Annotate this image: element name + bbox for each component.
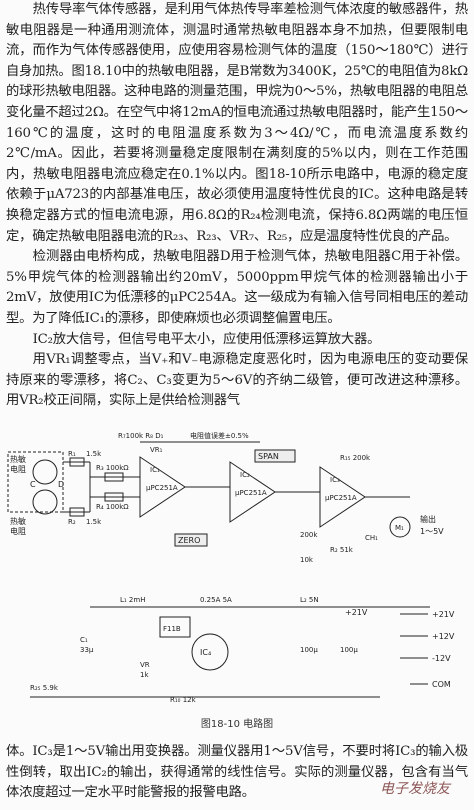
sensor-label-bottom: 热敏 — [10, 516, 26, 526]
paragraph-5: 体。IC₃是1～5V输出用变换器。测量仪器用1～5V信号，不要时将IC₃的输入极… — [6, 744, 468, 801]
ic1-part: μPC251A — [146, 484, 178, 492]
c1-label: C₁ — [80, 636, 88, 644]
watermark-logo: 电子发烧友 — [380, 781, 450, 797]
ic4-label: IC₄ — [200, 648, 211, 657]
r3-label: R₃ 100kΩ — [96, 464, 129, 472]
paragraph-3: IC₂放大信号，但信号电平太小，应使用低漂移运算放大器。 — [32, 331, 381, 347]
zero-label: ZERO — [178, 536, 200, 545]
d1-label: F11B — [163, 625, 181, 633]
ic2-name: IC₂ — [240, 471, 250, 479]
r2-value: 1.5k — [86, 518, 102, 526]
output-range: 1～5V — [420, 527, 444, 536]
com-rail: COM — [432, 680, 451, 689]
paragraph-4: 用VR₁调整零点，当V₊和V₋电源稳定度恶化时，因为电源电压的变动要保持原来的零… — [6, 352, 468, 409]
r1-label: R₁ — [68, 450, 76, 458]
r15-label: R₁₅ 200k — [340, 454, 371, 462]
vr7-label: VR — [140, 661, 150, 669]
output-label: 输出 — [420, 514, 436, 524]
r200k-label: 200k — [300, 531, 318, 539]
l2-label: L₂ 5N — [300, 596, 319, 604]
r51k-label: R₂ 51k — [330, 546, 354, 554]
r4-label: R₄ 100kΩ — [96, 503, 129, 511]
body-text-bottom: 体。IC₃是1～5V输出用变换器。测量仪器用1～5V信号，不要时将IC₃的输入极… — [6, 742, 468, 804]
plus21-rail: +21V — [432, 610, 455, 619]
r1-value: 1.5k — [86, 450, 102, 458]
sensor-label-top2: 电阻 — [10, 464, 26, 474]
meter-label: M₁ — [395, 524, 404, 532]
minus12-rail: -12V — [432, 654, 451, 663]
vr1-label: VR₁ — [150, 446, 163, 454]
paragraph-2: 检测器由电桥构成，热敏电阻器D用于检测气体，热敏电阻器C用于补偿。5%甲烷气体的… — [6, 249, 468, 326]
figure-caption: 图18-10 电路图 — [200, 719, 274, 730]
sensor-label-bottom2: 电阻 — [10, 526, 26, 536]
r2-label: R₂ — [68, 518, 76, 526]
tolerance-note: 电阻值误差±0.5% — [190, 431, 249, 440]
paragraph-1: 热传导率气体传感器，是利用气体热传导率差检测气体浓度的敏感器件，热敏电阻器是一种… — [6, 2, 469, 244]
ic1-name: IC₁ — [150, 466, 160, 474]
sensor-label-top: 热敏 — [10, 454, 26, 464]
c1-value: 33μ — [80, 646, 94, 654]
ch1-label: CH₁ — [365, 534, 378, 542]
vr7-value: 1k — [140, 671, 149, 679]
r25-label: R₂₅ 5.9k — [30, 684, 59, 692]
feedback-resistor-labels: R₇100k R₈ D₁ — [118, 432, 164, 440]
r10-label: R₁₀ 12k — [170, 696, 197, 704]
plus12-rail: +12V — [432, 632, 455, 641]
c3-value: 100μ — [340, 646, 358, 654]
ic2-part: μPC251A — [235, 489, 267, 497]
body-text-top: 热传导率气体传感器，是利用气体热传导率差检测气体浓度的敏感器件，热敏电阻器是一种… — [6, 0, 468, 412]
c2-value: 100μ — [300, 646, 318, 654]
circuit-diagram: 热敏 电阻 C D 热敏 电阻 R₁ 1.5k R₂ 1.5k R₃ 100kΩ… — [7, 431, 455, 704]
plus21-output: +21V — [345, 608, 368, 617]
ic3-name: IC₃ — [330, 476, 340, 484]
l1-label: L₁ 2mH — [120, 596, 145, 604]
r10k-label: 10k — [300, 556, 314, 564]
ic3-part: μPC251A — [325, 494, 357, 502]
current-label: 0.25A 5A — [200, 596, 232, 604]
sensor-c-label: C — [30, 480, 36, 489]
sensor-d-label: D — [58, 480, 64, 489]
span-label: SPAN — [258, 452, 279, 461]
